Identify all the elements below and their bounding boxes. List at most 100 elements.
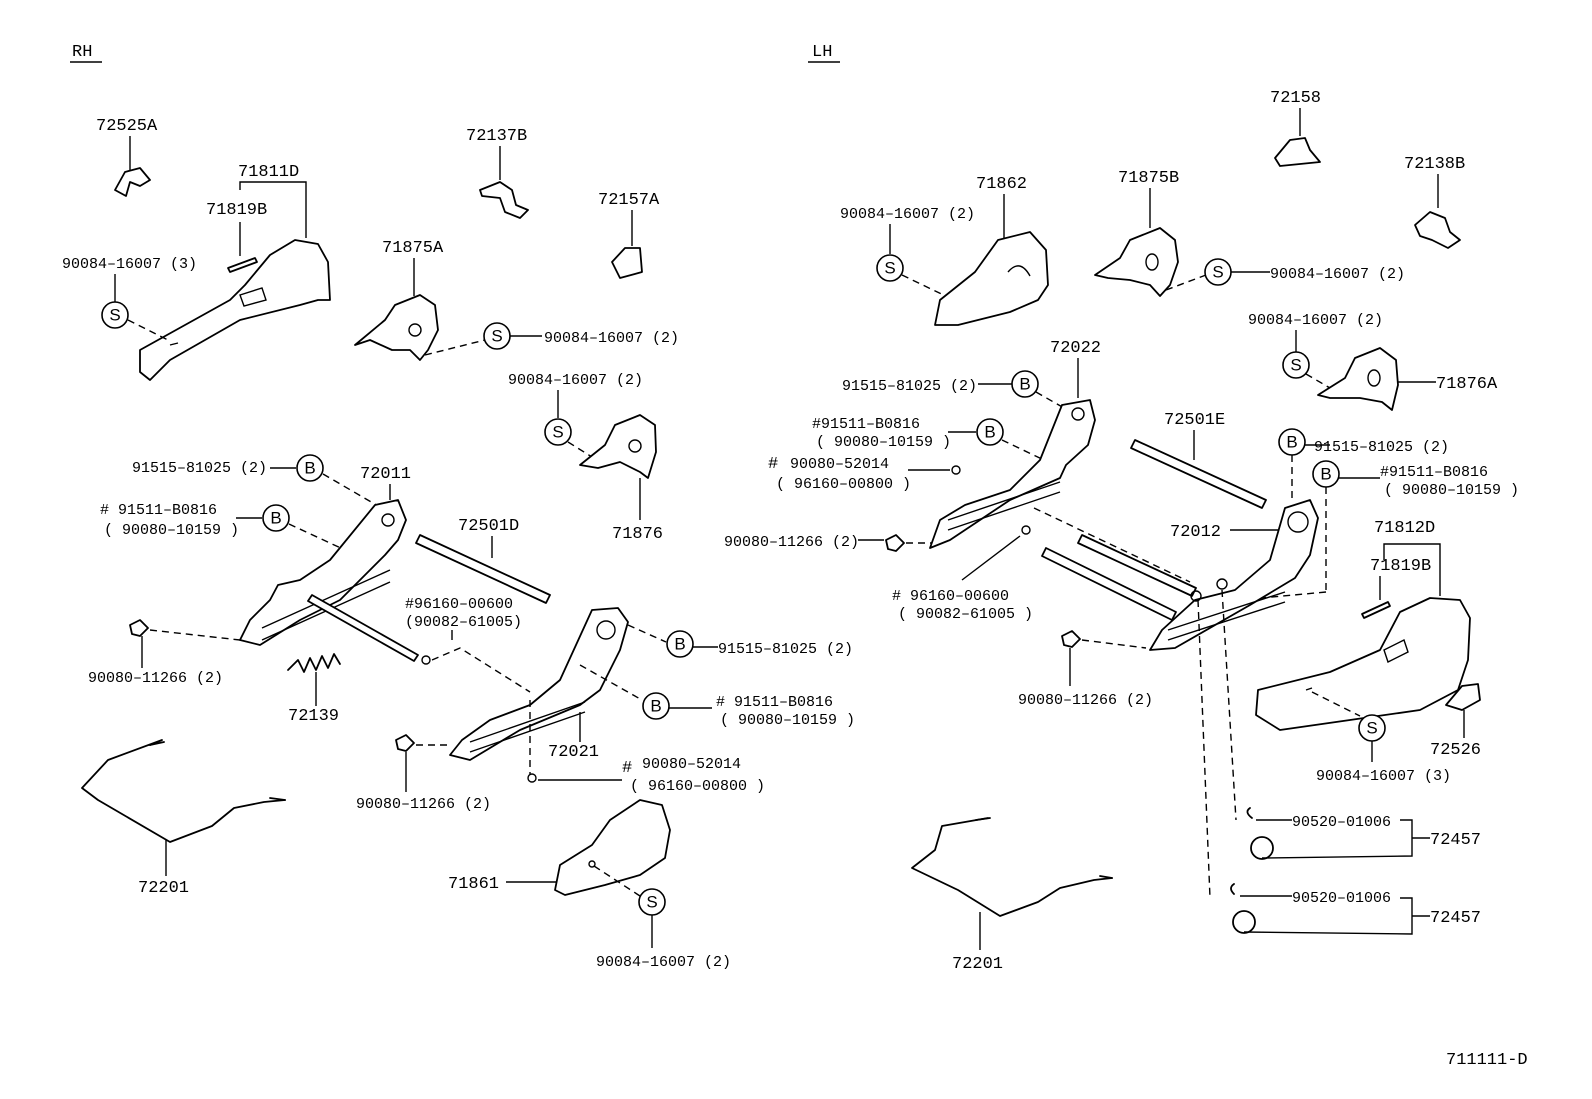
rh-bolt-b-symbol-1 [296,454,324,482]
rh-b-text-3: B [674,635,685,654]
lh-clip-90520-a [1246,807,1253,819]
lh-knob-72457-a [1250,836,1274,860]
rh-header: RH [72,43,92,62]
lh-b-text-3: B [1286,433,1297,452]
rh-recliner-cover-71875A [354,294,439,361]
rh-label-bolt-91515: 91515–81025 (2) [132,460,267,477]
rh-seat-adjuster-72011 [239,499,407,646]
lh-71876A-hole [1367,369,1381,387]
lh-cover-71812D-detail [1305,639,1409,691]
lh-dash-4 [1035,391,1065,409]
rh-s-text-3: S [552,423,563,442]
lh-dash-7 [1033,507,1191,583]
rh-label-bolt-90080-10159b: ( 90080–10159 ) [720,712,855,729]
lh-dash-11 [1081,639,1147,649]
rh-bolt-90080-11266-b [395,734,415,752]
lh-label-90520-a: 90520–01006 [1292,814,1391,831]
lh-label-71862: 71862 [976,175,1027,194]
rh-screw-s-symbol-1 [101,301,129,329]
lh-wire-72201-tips [975,817,1113,879]
rh-hash-symbol: # [622,759,632,778]
rh-dash-2 [424,339,486,356]
lh-label-90080-52014: 90080–52014 [790,456,889,473]
rh-label-screw-3: 90084–16007 (3) [62,256,197,273]
lh-hash-symbol: # [768,455,778,474]
rh-label-71876: 71876 [612,525,663,544]
rh-s-text-2: S [491,327,502,346]
rh-label-71811D: 71811D [238,163,299,182]
rh-label-72501D: 72501D [458,517,519,536]
lh-dash-14 [1221,589,1237,821]
lh-label-71876A: 71876A [1436,375,1498,394]
rh-label-71861: 71861 [448,875,499,894]
lh-bracket-72138B [1414,211,1461,249]
lh-dash-5 [1001,439,1045,461]
rh-clip-72525A [114,167,151,197]
rh-cover-detail [169,287,267,346]
rh-71861-hole [588,860,596,868]
lh-b-text-4: B [1320,465,1331,484]
lh-torsion-rod-72501E [1130,439,1267,509]
rh-label-72011: 72011 [360,465,411,484]
rh-clip-72157A [611,247,643,279]
rh-label-96160-00800: ( 96160–00800 ) [630,778,765,795]
rh-adjuster-72021-rail [469,701,586,753]
rh-b-text-2: B [270,509,281,528]
lh-header: LH [812,43,832,62]
diagram-id: 711111-D [1446,1051,1528,1070]
lh-cover-71862 [934,231,1049,326]
lh-b-text-2: B [984,423,995,442]
lh-dash-3 [1305,373,1331,389]
rh-label-bolt-91511: # 91511–B0816 [100,502,217,519]
lh-dash-10 [1239,591,1327,601]
rh-label-71819B: 71819B [206,201,267,220]
lh-label-71819B: 71819B [1370,557,1431,576]
rh-bolt-90080-11266-a [129,619,149,637]
rh-label-72021: 72021 [548,743,599,762]
lh-label-96160-00800: ( 96160–00800 ) [776,476,911,493]
lh-label-bolt-91515b: 91515–81025 (2) [1314,439,1449,456]
rh-dash-12 [593,865,641,897]
rh-cross-rod [307,594,419,662]
rh-label-screw-2b: 90084–16007 (2) [508,372,643,389]
rh-seat-cover-71811D [139,239,331,381]
rh-label-72139: 72139 [288,707,339,726]
rh-bracket-72137B [479,181,529,219]
rh-label-screw-2a: 90084–16007 (2) [544,330,679,347]
rh-dash-3 [567,441,601,463]
lh-seat-adjuster-72012 [1149,499,1319,651]
lh-leader-96160 [961,535,1021,581]
lh-pad-71819B [1361,601,1391,619]
lh-label-bolt-90080-10159: ( 90080–10159 ) [816,434,951,451]
rh-label-bolt2: 90080–11266 (2) [356,796,491,813]
lh-clip-96160-00800 [951,465,961,475]
rh-label-bolt-91511b: # 91511–B0816 [716,694,833,711]
rh-b-text-1: B [304,459,315,478]
lh-seat-cover-71812D [1255,597,1471,731]
rh-s-text-4: S [646,893,657,912]
lh-adjuster-72012-hub [1287,511,1309,533]
rh-recliner-cover-71876 [579,414,657,479]
lh-wire-72201 [911,817,1113,917]
rh-71876-hole [628,439,642,453]
lh-adjuster-72012-rail [1167,591,1286,641]
rh-clip-96160-00800 [527,773,537,783]
lh-label-72457-a: 72457 [1430,831,1481,850]
rh-label-72137B: 72137B [466,127,527,146]
lh-label-72138B: 72138B [1404,155,1465,174]
lh-cross-rod-a [1077,534,1197,597]
rh-label-71875A: 71875A [382,239,444,258]
rh-label-72201: 72201 [138,879,189,898]
lh-clip-72526 [1445,683,1481,711]
lh-screw-s-symbol-3 [1282,351,1310,379]
rh-dash-7 [149,629,241,641]
lh-label-71812D: 71812D [1374,519,1435,538]
lh-leader-71812D [1383,543,1441,596]
rh-71875A-hole [408,323,422,337]
lh-clip-72158 [1274,137,1321,167]
lh-label-72526: 72526 [1430,741,1481,760]
rh-label-clip-96160: #96160–00600 [405,596,513,613]
rh-wire-72201 [81,739,286,843]
rh-adjuster-72021-hub [596,620,616,640]
rh-label-screw-2c: 90084–16007 (2) [596,954,731,971]
